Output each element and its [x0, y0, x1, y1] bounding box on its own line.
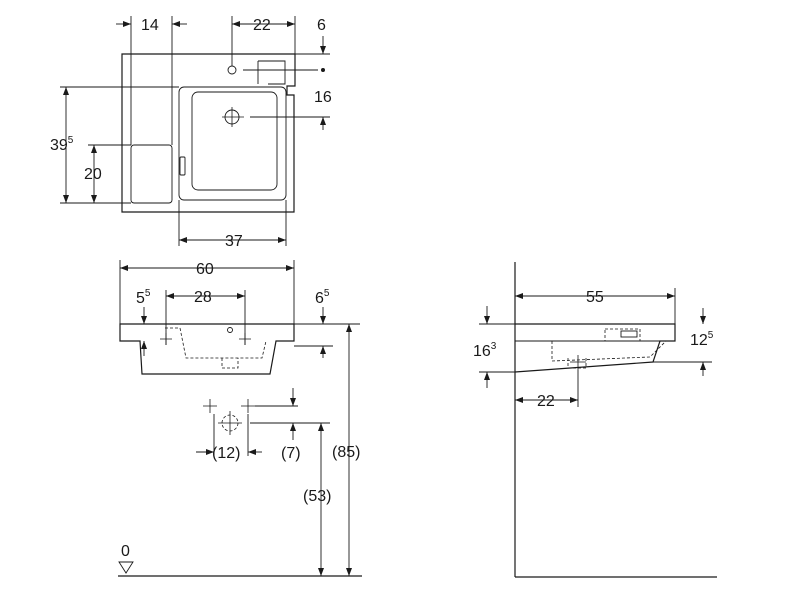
dim-top-6: 6 [317, 17, 326, 34]
floor-zero-marker [118, 561, 134, 574]
dim-front-53: (53) [303, 488, 331, 505]
top-view-outline [121, 53, 296, 213]
dim-top-20: 20 [84, 166, 102, 183]
tap-hole [227, 65, 237, 75]
dim-top-16: 16 [314, 89, 332, 106]
soap-recess [257, 60, 286, 85]
front-view: 60 55 28 65 [118, 260, 362, 577]
dim-front-12: (12) [212, 445, 240, 462]
overflow-slot [179, 156, 186, 176]
dim-front-6-5: 65 [315, 288, 330, 307]
dim-front-7: (7) [281, 445, 301, 462]
front-view-basin [119, 323, 295, 375]
top-view: 14 22 6 16 395 20 37 [50, 16, 332, 250]
dim-side-12-5: 125 [690, 330, 714, 349]
dim-top-14: 14 [141, 17, 159, 34]
dim-top-39-5: 395 [50, 135, 74, 154]
shelf-compartment [130, 144, 173, 204]
side-view: 55 163 125 22 [473, 262, 717, 578]
dim-top-37: 37 [225, 233, 243, 250]
dim-side-22: 22 [537, 393, 555, 410]
main-bowl-outer [178, 86, 287, 201]
side-view-basin [514, 323, 676, 373]
dim-front-85: (85) [332, 444, 360, 461]
dim-side-55: 55 [586, 289, 604, 306]
dim-front-28: 28 [194, 289, 212, 306]
dim-front-5-5: 55 [136, 288, 151, 307]
dim-front-60: 60 [196, 261, 214, 278]
dim-top-22: 22 [253, 17, 271, 34]
dim-side-16-3: 163 [473, 341, 497, 360]
main-bowl-inner [191, 91, 278, 191]
dim-floor-0: 0 [121, 543, 130, 560]
